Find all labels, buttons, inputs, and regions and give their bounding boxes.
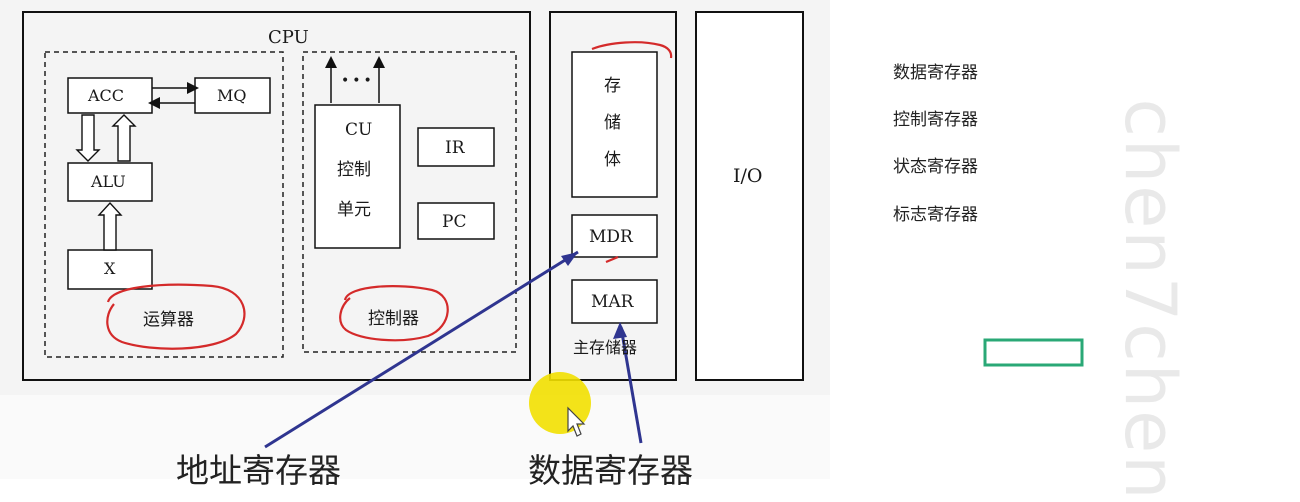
mdr-box [571, 214, 658, 258]
mq-label: MQ [217, 86, 247, 105]
address-register-arrowhead [561, 252, 578, 266]
side-item-status-register: 状态寄存器 [893, 157, 978, 177]
mar-label: MAR [591, 292, 634, 312]
control-group-label: 控制器 [368, 309, 419, 329]
address-register-arrow [264, 250, 579, 449]
watermark: chen7chen [1109, 98, 1191, 502]
data-register-arrowhead [613, 322, 627, 339]
main-memory-box [549, 11, 677, 381]
mdr-red-mark [605, 255, 619, 264]
io-label: I/O [733, 165, 763, 187]
figure-bottom-band [0, 395, 830, 479]
bus-dots: ••• [341, 73, 375, 89]
control-group-box [302, 51, 517, 353]
control-red-circle [339, 285, 449, 342]
alu-red-circle [106, 283, 246, 350]
io-box [695, 11, 804, 381]
side-item-data-register: 数据寄存器 [893, 63, 978, 83]
storage-red-mark [591, 41, 673, 59]
pc-box [417, 202, 495, 240]
cpu-box [22, 11, 531, 381]
cpu-architecture-diagram [0, 0, 1084, 479]
mar-box [571, 279, 658, 324]
mouse-cursor-icon [567, 406, 586, 437]
alu-group-label: 运算器 [143, 310, 194, 330]
green-selection-box [983, 338, 1084, 367]
data-register-arrow [619, 326, 643, 444]
cu-line2: 控制 [337, 160, 371, 180]
cu-line1: CU [345, 120, 373, 140]
storage-char-1: 存 [604, 76, 621, 96]
storage-body-box [571, 51, 658, 198]
cu-box [314, 104, 401, 249]
side-item-flag-register: 标志寄存器 [893, 205, 978, 225]
data-register-annotation: 数据寄存器 [528, 451, 693, 490]
cpu-label: CPU [268, 27, 309, 48]
x-to-alu-hollow-arrow [97, 201, 123, 251]
mq-box [194, 77, 271, 114]
x-label: X [104, 259, 116, 278]
cursor-highlight [529, 372, 591, 434]
ir-box [417, 127, 495, 167]
storage-char-3: 体 [604, 150, 621, 170]
mdr-label: MDR [589, 227, 633, 247]
storage-char-2: 储 [604, 113, 621, 133]
main-memory-label: 主存储器 [573, 338, 638, 357]
acc-alu-hollow-arrows [75, 114, 137, 162]
alu-box [67, 162, 153, 202]
alu-label: ALU [91, 172, 126, 191]
cu-line3: 单元 [337, 200, 371, 220]
pc-label: PC [442, 212, 467, 232]
side-item-control-register: 控制寄存器 [893, 110, 978, 130]
alu-group-box [44, 51, 284, 358]
ir-label: IR [445, 138, 465, 158]
acc-label: ACC [88, 86, 125, 105]
address-register-annotation: 地址寄存器 [176, 451, 341, 490]
acc-box [67, 77, 153, 114]
